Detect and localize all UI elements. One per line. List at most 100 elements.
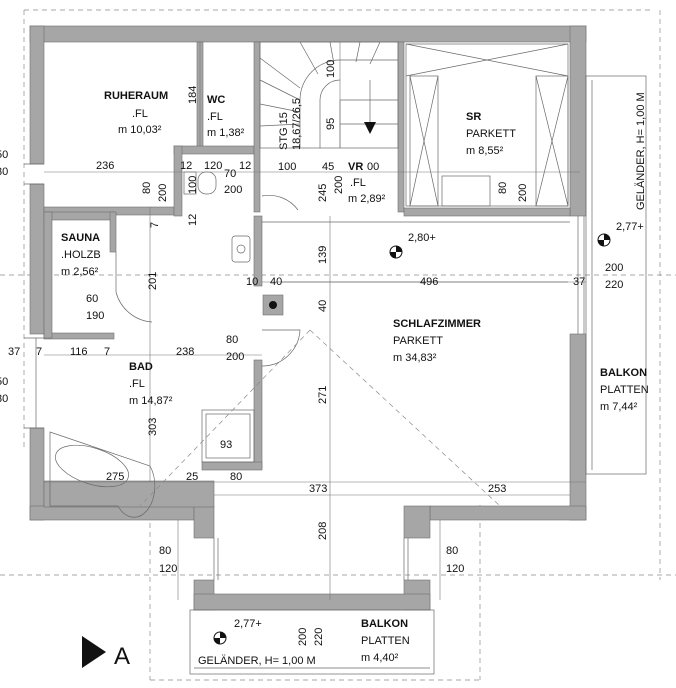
dim-label: 80 — [446, 545, 458, 557]
level-marker-schlaf — [389, 245, 403, 259]
wall-bad-east — [253, 215, 263, 287]
dim-label: 25 — [186, 471, 198, 483]
dim-label: 200 — [605, 262, 623, 274]
level-marker-balkon-south — [213, 631, 227, 645]
room-name: RUHERAUM — [104, 90, 168, 102]
dim-label: 373 — [309, 483, 327, 495]
room-sauna: SAUNA .HOLZB m 2,56² — [61, 232, 101, 278]
room-sr: SR PARKETT m 8,55² — [466, 111, 516, 157]
dim-label: 100 — [187, 176, 199, 194]
dim-label: 37 — [8, 346, 20, 358]
room-floor: .FL — [129, 378, 145, 390]
room-name: VR — [348, 161, 363, 173]
linework — [24, 41, 647, 675]
dim-label: 208 — [317, 522, 329, 540]
walls — [29, 25, 587, 611]
railing-label-south: GELÄNDER, H= 1,00 M — [198, 655, 316, 667]
dim-label: 93 — [220, 439, 232, 451]
dim-label: 45 — [322, 161, 334, 173]
section-label: A — [114, 643, 130, 670]
dim-label: 200 — [297, 628, 309, 646]
wall-stair-west — [253, 41, 261, 213]
dim-label: 496 — [420, 276, 438, 288]
room-area: m 1,38² — [207, 127, 245, 139]
stair-label: STG 15 — [278, 112, 290, 150]
room-name: BALKON — [361, 618, 408, 630]
dim-label: 200 — [157, 184, 169, 202]
dim-label: 80 — [497, 182, 509, 194]
wall-south-right — [429, 505, 587, 521]
dim-label: 200 — [224, 184, 242, 196]
room-area: m 2,56² — [61, 266, 99, 278]
level-label-schlaf: 2,80+ — [408, 232, 436, 244]
wc-toilet — [197, 171, 217, 195]
wall-bay-left — [193, 505, 215, 539]
dim-label: 220 — [605, 279, 623, 291]
room-floor: PLATTEN — [600, 384, 649, 396]
level-label-balkon-south: 2,77+ — [234, 618, 262, 630]
room-floor: .HOLZB — [61, 249, 101, 261]
dim-label: 10 — [246, 276, 258, 288]
room-floor: PLATTEN — [361, 635, 410, 647]
balcony-east-outline — [585, 75, 647, 475]
dim-label: 7 — [104, 346, 110, 358]
room-schlafzimmer: SCHLAFZIMMER PARKETT m 34,83² — [393, 318, 481, 364]
wall-bad-south — [201, 461, 263, 471]
room-floor: PARKETT — [393, 335, 443, 347]
bad-bathtub — [49, 431, 156, 518]
room-wc: WC .FL m 1,38² — [207, 94, 245, 139]
dim-label: 40 — [270, 276, 282, 288]
chimney-symbol — [269, 301, 277, 309]
room-floor: PARKETT — [466, 128, 516, 140]
dim-label: 200 — [333, 176, 345, 194]
dim-label: 120 — [204, 160, 222, 172]
dim-label: 30 — [0, 166, 8, 178]
wall-sauna — [43, 211, 115, 221]
dim-label: 50 — [0, 376, 8, 388]
wall-east-lower — [569, 333, 587, 521]
room-floor: .FL — [132, 108, 148, 120]
wall-bad-south-left — [43, 480, 215, 508]
room-name: SAUNA — [61, 232, 100, 244]
level-marker-balkon-east — [597, 233, 611, 247]
dim-label: 200 — [517, 184, 529, 202]
dim-label: 120 — [446, 563, 464, 575]
dim-label: 50 — [0, 149, 8, 161]
dim-label: 70 — [224, 168, 236, 180]
room-name: SR — [466, 111, 481, 123]
dim-label: 80 — [230, 471, 242, 483]
wall-east-upper — [569, 25, 587, 217]
dim-label: 253 — [488, 483, 506, 495]
room-area: m 14,87² — [129, 395, 173, 407]
dim-label: 303 — [147, 418, 159, 436]
dim-label: 245 — [317, 184, 329, 202]
dim-label: 7 — [149, 222, 161, 228]
bad-shower — [201, 409, 255, 463]
level-label-balkon-east: 2,77+ — [616, 221, 644, 233]
room-balkon-east: BALKON PLATTEN m 7,44² — [600, 367, 649, 413]
bad-basin — [231, 235, 251, 263]
dim-label: 7 — [36, 346, 42, 358]
wall-wc-south — [173, 145, 255, 155]
dimension-lines — [44, 42, 586, 600]
room-area: m 34,83² — [393, 352, 437, 364]
dim-label: 236 — [96, 160, 114, 172]
dim-label: 80 — [226, 334, 238, 346]
dim-label: 12 — [180, 160, 192, 172]
wall-north — [29, 25, 587, 43]
room-balkon-south: BALKON PLATTEN m 4,40² — [361, 618, 410, 664]
stair-ratio: 18,67/26,5 — [291, 98, 303, 150]
reference-lines — [0, 9, 676, 681]
room-vr: VR .FL m 2,89² — [348, 161, 386, 205]
room-name: WC — [207, 94, 225, 106]
dim-label: 190 — [86, 310, 104, 322]
room-name: BAD — [129, 361, 153, 373]
room-area: m 7,44² — [600, 401, 638, 413]
stair-arrow — [364, 122, 376, 134]
wall-south-left — [29, 505, 195, 521]
room-area: m 10,03² — [118, 124, 162, 136]
room-name: SCHLAFZIMMER — [393, 318, 481, 330]
dim-label: 80 — [159, 545, 171, 557]
dim-label: 116 — [70, 346, 88, 358]
